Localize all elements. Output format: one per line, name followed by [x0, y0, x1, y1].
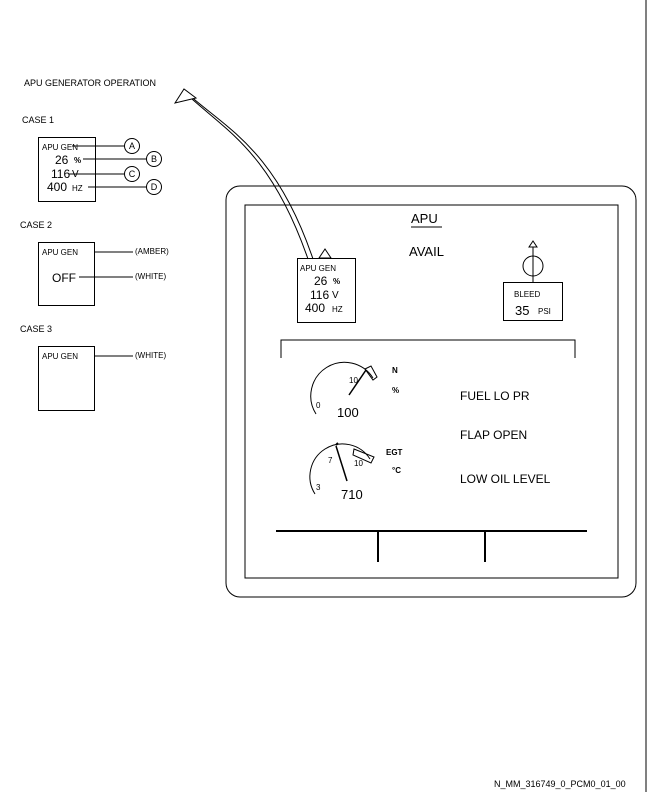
apu-gen-voltage-unit: V — [332, 290, 339, 301]
case1-load-unit: % — [74, 156, 82, 165]
ecam-screen — [244, 204, 619, 579]
apu-gen-label: APU GEN — [300, 264, 337, 273]
egt-gauge-tick-mid: 7 — [328, 456, 333, 465]
callout-c: C — [124, 166, 140, 182]
apu-gen-frequency-unit: HZ — [332, 305, 343, 314]
case3-label: CASE 3 — [20, 324, 53, 334]
bleed-label: BLEED — [514, 290, 541, 299]
pointer-arrow — [173, 88, 314, 260]
apu-gen-frequency-value: 400 — [305, 301, 326, 315]
apu-gen-load-value: 26 — [314, 274, 328, 288]
diagram-title: APU GENERATOR OPERATION — [24, 78, 157, 88]
figure-reference: N_MM_316749_0_PCM0_01_00 — [494, 779, 626, 789]
case1-gen-label: APU GEN — [42, 143, 79, 152]
egt-gauge-label: EGT — [386, 448, 403, 457]
message-fuel-lo-pr: FUEL LO PR — [460, 389, 530, 403]
message-low-oil-level: LOW OIL LEVEL — [460, 472, 551, 486]
bleed-pressure-unit: PSI — [538, 307, 551, 316]
case1-frequency-unit: HZ — [72, 184, 83, 193]
case1-label: CASE 1 — [22, 115, 55, 125]
apu-gen-load-unit: % — [333, 277, 341, 286]
case1-voltage-value: 116 — [51, 167, 71, 181]
egt-gauge-unit: °C — [392, 466, 401, 475]
message-flap-open: FLAP OPEN — [460, 428, 528, 442]
case1-frequency-value: 400 — [47, 180, 68, 194]
bleed-pressure-value: 35 — [515, 303, 530, 318]
case2-gen-label: APU GEN — [42, 248, 79, 257]
callout-d: D — [146, 179, 162, 195]
callout-b: B — [146, 151, 162, 167]
case2-amber-note: (AMBER) — [135, 247, 169, 256]
case1-gen-box: APU GEN 26 % 116 V 400 HZ — [38, 137, 96, 202]
section-bracket — [280, 339, 576, 358]
bottom-divider — [276, 530, 587, 562]
bleed-box: BLEED 35 PSI — [503, 282, 563, 321]
case2-status: OFF — [52, 271, 76, 285]
apu-page-title: APU — [411, 211, 438, 226]
egt-gauge-tick-low: 3 — [316, 483, 321, 492]
egt-gauge-value: 710 — [341, 487, 363, 502]
n-gauge-tick-min: 0 — [316, 401, 321, 410]
callout-a: A — [124, 138, 140, 154]
case1-load-value: 26 — [55, 153, 69, 167]
case1-callout-leaders — [69, 145, 146, 188]
egt-gauge-tick-high: 10 — [354, 459, 363, 468]
gen-line-triangle — [318, 248, 332, 259]
case-color-leaders — [79, 251, 133, 357]
n-gauge-value: 100 — [337, 405, 359, 420]
case3-gen-box: APU GEN — [38, 346, 95, 411]
case2-label: CASE 2 — [20, 220, 53, 230]
case3-gen-label: APU GEN — [42, 352, 79, 361]
apu-avail-label: AVAIL — [409, 244, 444, 259]
n-gauge-label: N — [392, 366, 398, 375]
n-gauge-tick-max: 10 — [349, 376, 358, 385]
apu-gen-voltage-value: 116 — [310, 288, 330, 302]
ecam-outer-frame — [225, 185, 637, 598]
n-gauge-dial — [310, 361, 378, 415]
case2-gen-box: APU GEN OFF — [38, 242, 95, 306]
case1-voltage-unit: V — [72, 169, 79, 180]
apu-gen-box: APU GEN 26 % 116 V 400 HZ — [297, 258, 356, 323]
egt-gauge-dial — [309, 442, 375, 495]
case3-white-note: (WHITE) — [135, 351, 167, 360]
n-gauge-unit: % — [392, 386, 400, 395]
case2-white-note: (WHITE) — [135, 272, 167, 281]
bleed-valve-icon — [522, 240, 544, 282]
